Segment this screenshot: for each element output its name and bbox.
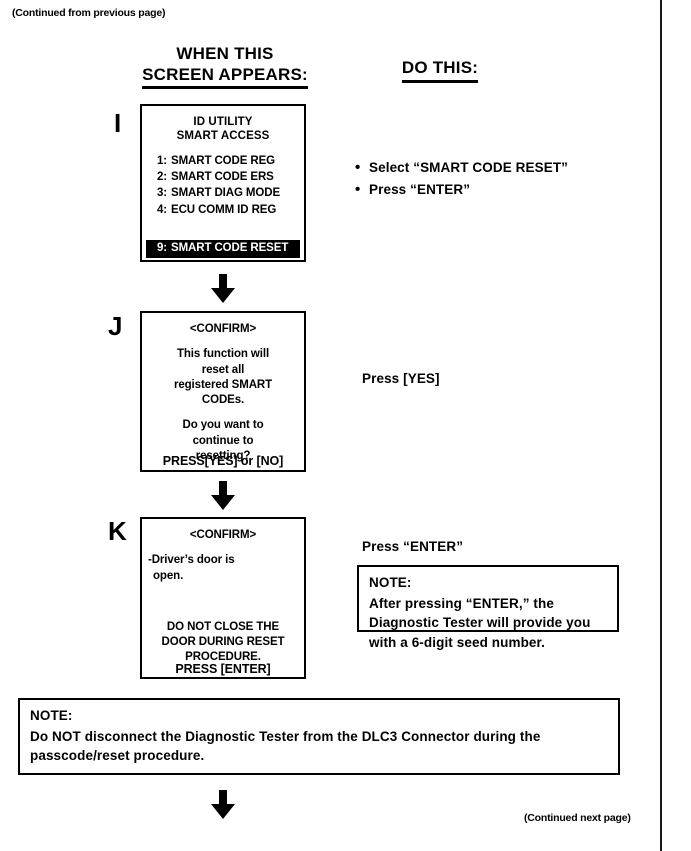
screen-k-warn-line3: PROCEDURE. <box>185 651 261 664</box>
step-k-note-body: After pressing “ENTER,” the Diagnostic T… <box>369 594 607 652</box>
screen-j-p2-line2: continue to <box>192 434 254 447</box>
step-letter-j: J <box>108 311 123 341</box>
step-i-action-1: Select “SMART CODE RESET” <box>355 156 645 180</box>
screen-j-p2-line3: resetting? <box>195 449 251 462</box>
tester-screen-k: <CONFIRM> -Driver’s door is open. DO NOT… <box>140 517 306 679</box>
column-heading-action-label: DO THIS: <box>401 58 479 83</box>
menu-item-smart-code-reset-selected[interactable]: 9:SMART CODE RESET <box>146 240 300 258</box>
bottom-note-line1: Do NOT disconnect the Diagnostic Tester … <box>30 729 541 744</box>
screen-k-footer-prompt: PRESS [ENTER] <box>175 662 271 677</box>
menu-item-number: 9: <box>157 242 168 255</box>
column-heading-screen-line2: SCREEN APPEARS: <box>142 65 308 90</box>
screen-i-title-line2: SMART ACCESS <box>176 130 270 143</box>
bottom-note-line2: passcode/reset procedure. <box>30 748 205 764</box>
column-heading-screen: WHEN THIS SCREEN APPEARS: <box>140 44 310 90</box>
menu-item-label: ECU COMM ID REG <box>171 203 277 216</box>
screen-k-title: <CONFIRM> <box>189 529 257 541</box>
tester-screen-i: ID UTILITY SMART ACCESS 1:SMART CODE REG… <box>140 104 306 262</box>
screen-j-paragraph-2: Do you want to continue to resetting? <box>142 418 304 464</box>
screen-k-status-line1: -Driver’s door is <box>148 554 235 567</box>
step-i-action-2: Press “ENTER” <box>355 178 645 202</box>
page-margin-rule <box>660 0 662 851</box>
step-j-action: Press [YES] <box>362 371 440 386</box>
bottom-note-body: Do NOT disconnect the Diagnostic Tester … <box>30 727 608 766</box>
step-k-note-line1: After pressing “ENTER,” the <box>369 596 554 611</box>
menu-item-label: SMART CODE ERS <box>171 171 274 184</box>
continued-from-previous-page-label: (Continued from previous page) <box>12 7 166 19</box>
arrow-down-icon <box>211 274 235 303</box>
screen-i-title-line1: ID UTILITY <box>193 116 253 128</box>
menu-item-label: SMART DIAG MODE <box>171 187 281 200</box>
menu-item-label: SMART CODE REG <box>171 154 276 167</box>
menu-item-smart-code-reg[interactable]: 1:SMART CODE REG <box>142 153 304 169</box>
continued-next-page-label: (Continued next page) <box>524 812 631 824</box>
arrow-down-icon <box>211 790 235 819</box>
menu-item-number: 4: <box>157 203 168 216</box>
screen-k-status: -Driver’s door is open. <box>142 553 304 584</box>
menu-item-number: 1: <box>157 154 168 167</box>
screen-j-title: <CONFIRM> <box>189 323 257 335</box>
screen-k-warn-line2: DOOR DURING RESET <box>161 636 285 649</box>
screen-j-p1-line2: reset all <box>201 363 245 376</box>
step-k-note-box: NOTE: After pressing “ENTER,” the Diagno… <box>357 565 619 650</box>
step-k-note-label: NOTE: <box>369 575 412 590</box>
screen-j-p1-line3: registered SMART <box>173 378 273 391</box>
screen-j-p1-line1: This function will <box>176 348 270 361</box>
screen-k-status-line2: open. <box>153 569 184 582</box>
bottom-note-box: NOTE: Do NOT disconnect the Diagnostic T… <box>18 698 620 775</box>
bottom-note-label: NOTE: <box>30 708 73 723</box>
screen-j-p2-line1: Do you want to <box>182 419 264 432</box>
screen-k-warning: DO NOT CLOSE THE DOOR DURING RESET PROCE… <box>142 620 304 666</box>
menu-item-label: SMART CODE RESET <box>171 242 289 255</box>
tester-screen-j: <CONFIRM> This function will reset all r… <box>140 311 306 472</box>
step-k-note-line2: Diagnostic Tester will provide you <box>369 615 591 631</box>
menu-item-ecu-comm-id-reg[interactable]: 4:ECU COMM ID REG <box>142 202 304 218</box>
screen-i-menu-list: 1:SMART CODE REG 2:SMART CODE ERS 3:SMAR… <box>142 153 304 218</box>
menu-item-number: 2: <box>157 171 168 184</box>
screen-j-footer-prompt: PRESS[YES] or [NO] <box>162 454 284 469</box>
column-heading-action: DO THIS: <box>370 58 510 83</box>
step-k-action: Press “ENTER” <box>362 539 464 554</box>
step-i-actions: Select “SMART CODE RESET” Press “ENTER” <box>355 156 645 202</box>
arrow-down-icon <box>211 481 235 510</box>
column-heading-screen-line1: WHEN THIS <box>176 44 274 63</box>
menu-item-number: 3: <box>157 187 168 200</box>
screen-j-paragraph-1: This function will reset all registered … <box>142 347 304 408</box>
menu-item-smart-diag-mode[interactable]: 3:SMART DIAG MODE <box>142 185 304 201</box>
step-letter-i: I <box>114 108 122 138</box>
step-k-note-line3: with a 6-digit seed number. <box>369 634 545 650</box>
menu-item-smart-code-ers[interactable]: 2:SMART CODE ERS <box>142 169 304 185</box>
step-letter-k: K <box>108 516 127 546</box>
screen-j-p1-line4: CODEs. <box>201 394 245 407</box>
screen-k-warn-line1: DO NOT CLOSE THE <box>166 620 280 633</box>
